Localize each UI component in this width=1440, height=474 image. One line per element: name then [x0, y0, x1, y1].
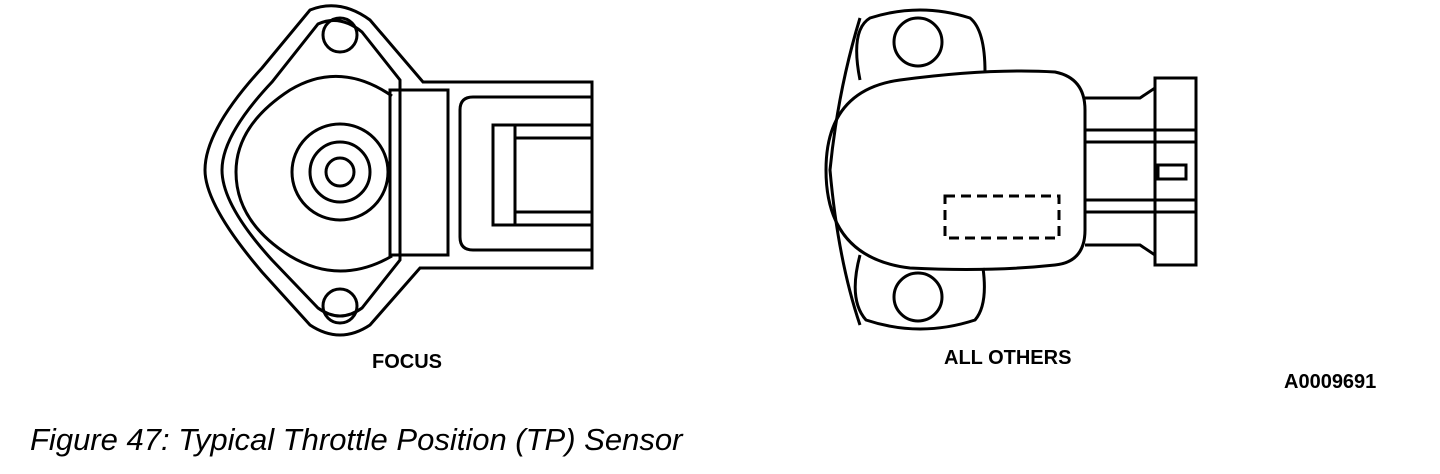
others-connector	[1085, 76, 1198, 267]
focus-connector-latch	[491, 123, 517, 227]
focus-connector-shell	[458, 95, 594, 252]
focus-inner-flange	[220, 18, 402, 318]
focus-body-block	[388, 88, 450, 257]
focus-rotor-outer	[290, 122, 390, 222]
focus-housing-arc	[234, 74, 393, 273]
tp-sensor-diagram	[203, 4, 1198, 337]
others-bottom-ear	[853, 254, 986, 331]
focus-connector-frame	[491, 123, 594, 227]
others-connector-tab	[1156, 163, 1188, 181]
others-sensor-drawing	[824, 8, 1198, 331]
focus-bottom-mounting-hole	[321, 287, 359, 325]
focus-rotor-shaft	[324, 156, 356, 188]
others-dashed-window	[943, 194, 1061, 240]
focus-rotor-mid	[308, 140, 372, 204]
others-bottom-mounting-hole	[892, 271, 944, 323]
others-left-flange	[828, 17, 862, 326]
figure-caption: Figure 47: Typical Throttle Position (TP…	[30, 422, 683, 457]
others-top-ear	[855, 8, 987, 81]
others-top-mounting-hole	[892, 16, 944, 68]
all-others-label: ALL OTHERS	[944, 347, 1072, 369]
others-main-body	[824, 69, 1087, 271]
figure-id-label: A0009691	[1284, 371, 1377, 393]
focus-sensor-drawing	[203, 4, 594, 337]
focus-outer-flange	[203, 4, 594, 337]
focus-label: FOCUS	[372, 351, 442, 373]
focus-top-mounting-hole	[321, 16, 359, 54]
